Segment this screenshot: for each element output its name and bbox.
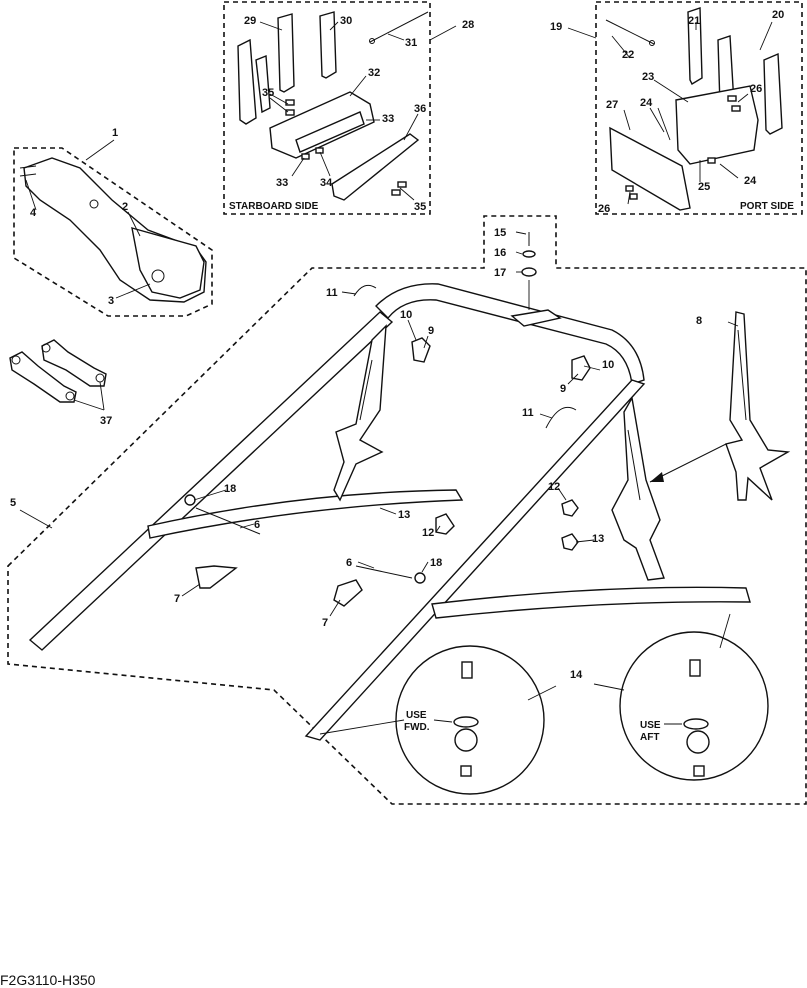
callout-14: 14 (570, 669, 583, 681)
callout-10a: 10 (400, 309, 412, 321)
callout-21: 21 (688, 15, 700, 27)
callout-3: 3 (108, 295, 114, 307)
callout-33b: 33 (276, 177, 288, 189)
use-aft-line1: USE (640, 720, 661, 731)
callout-18b: 18 (430, 557, 442, 569)
callout-6b: 6 (346, 557, 352, 569)
callout-2: 2 (122, 201, 128, 213)
bracket-37: 37 (9, 339, 112, 427)
callout-22: 22 (622, 49, 634, 61)
callout-25: 25 (698, 181, 710, 193)
callout-24a: 24 (640, 97, 653, 109)
callout-26a: 26 (750, 83, 762, 95)
callout-24b: 24 (744, 175, 757, 187)
callout-13b: 13 (592, 533, 604, 545)
callout-34: 34 (320, 177, 333, 189)
callout-37: 37 (100, 415, 112, 427)
callout-35a: 35 (262, 87, 274, 99)
callout-29: 29 (244, 15, 256, 27)
callout-36: 36 (414, 103, 426, 115)
callout-5: 5 (10, 497, 16, 509)
tower-dashed-outline (7, 215, 807, 805)
starboard-bracket-group: 29 30 31 32 33 33 34 35 35 36 28 STARBOA… (223, 1, 474, 215)
port-dashed-box (595, 1, 803, 215)
callout-16: 16 (494, 247, 506, 259)
use-aft-line2: AFT (640, 732, 659, 743)
tower-assembly: 5 11 10 9 10 9 11 8 18 6 13 12 7 6 18 7 … (7, 215, 807, 805)
callout-32: 32 (368, 67, 380, 79)
callout-8: 8 (696, 315, 702, 327)
callout-10b: 10 (602, 359, 614, 371)
callout-7a: 7 (174, 593, 180, 605)
starboard-dashed-box (223, 1, 431, 215)
port-bracket-group: 19 21 20 22 23 24 24 25 26 26 27 PORT SI… (550, 1, 803, 215)
detail-circles: 14 USE FWD. USE AFT (319, 613, 769, 795)
callout-19: 19 (550, 21, 562, 33)
callout-4: 4 (30, 207, 37, 219)
callout-1: 1 (112, 127, 118, 139)
use-fwd-line1: USE (406, 710, 427, 721)
callout-33a: 33 (382, 113, 394, 125)
callout-31: 31 (405, 37, 417, 49)
callout-6a: 6 (254, 519, 260, 531)
callout-27: 27 (606, 99, 618, 111)
callout-12b: 12 (548, 481, 560, 493)
callout-35b: 35 (414, 201, 426, 213)
callout-26b: 26 (598, 203, 610, 215)
callout-20: 20 (772, 9, 784, 21)
detail-circle-aft (619, 631, 769, 781)
top-bracket-assembly: 1 2 3 4 (13, 127, 213, 317)
port-side-label: PORT SIDE (740, 201, 794, 212)
starboard-side-label: STARBOARD SIDE (229, 201, 319, 212)
callout-9a: 9 (428, 325, 434, 337)
callout-11b: 11 (522, 407, 534, 419)
callout-9b: 9 (560, 383, 566, 395)
callout-11a: 11 (326, 287, 338, 299)
callout-18a: 18 (224, 483, 236, 495)
callout-30: 30 (340, 15, 352, 27)
callout-23: 23 (642, 71, 654, 83)
callout-17: 17 (494, 267, 506, 279)
callout-13a: 13 (398, 509, 410, 521)
callout-7b: 7 (322, 617, 328, 629)
use-fwd-line2: FWD. (404, 722, 430, 733)
diagram-code: F2G3110-H350 (0, 972, 96, 988)
callout-15: 15 (494, 227, 506, 239)
callout-12a: 12 (422, 527, 434, 539)
callout-28: 28 (462, 19, 474, 31)
bracket-dashed-outline (13, 147, 213, 317)
